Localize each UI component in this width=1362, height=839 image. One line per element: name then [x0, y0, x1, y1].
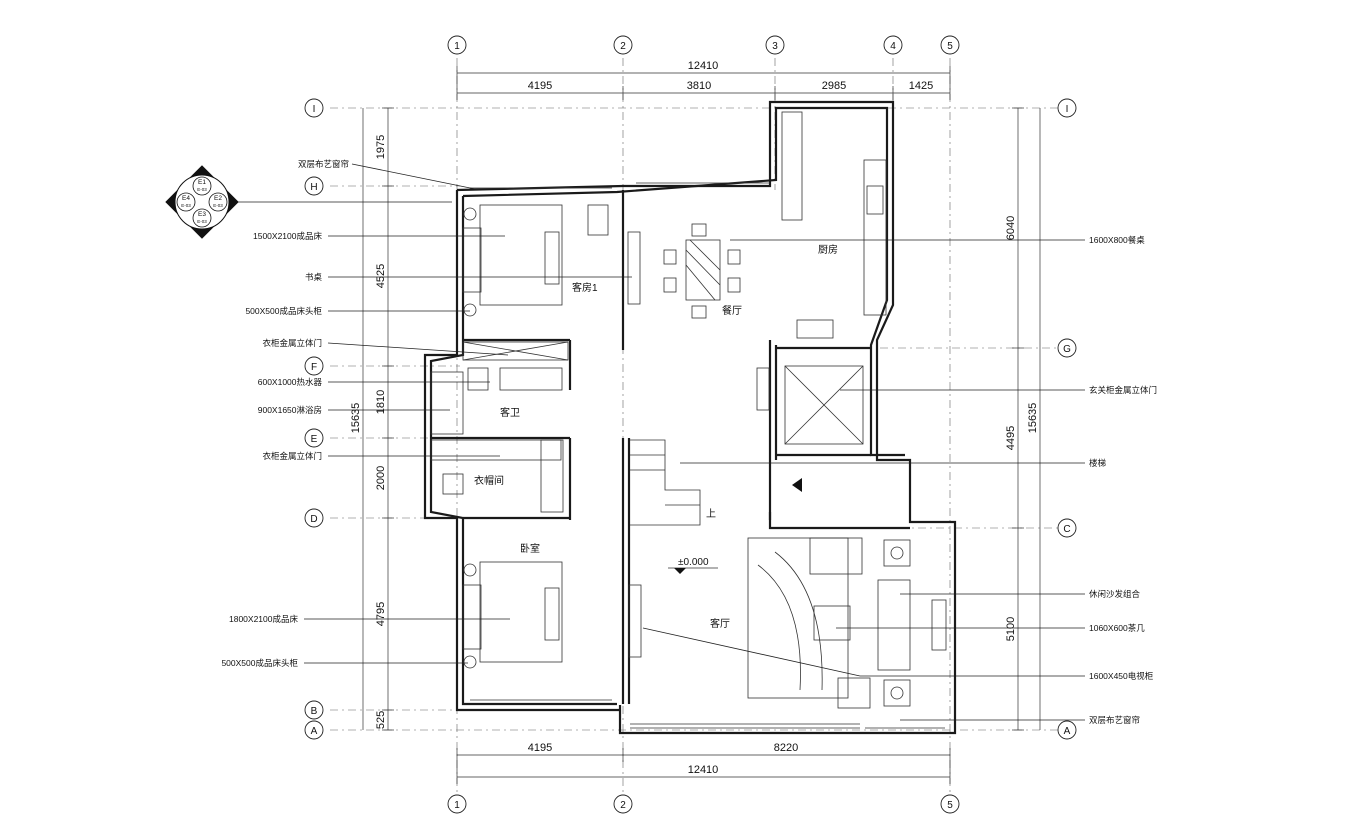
furniture	[430, 111, 947, 709]
room-kitchen: 厨房	[818, 243, 838, 256]
elevation-e3-sheet: E-03	[197, 219, 207, 224]
room-dining: 餐厅	[722, 304, 742, 317]
exterior-walls	[423, 100, 957, 735]
elevation-e4: E4	[182, 195, 190, 202]
left-dimension-1: 1975	[375, 135, 387, 159]
room-living: 客厅	[710, 617, 730, 630]
bottom-dimension-chain: 4195 8220 12410	[456, 742, 951, 784]
axis-label-left-B: B	[311, 706, 318, 717]
elevation-e3: E3	[198, 211, 206, 218]
note-right-7: 双层布艺窗帘	[1089, 715, 1140, 725]
axis-bubbles-bottom: 1 2 5	[447, 794, 960, 814]
master-bed	[479, 561, 563, 663]
note-right-3: 楼梯	[1089, 458, 1107, 468]
curved-sofa	[757, 564, 801, 691]
right-annotations: 1600X800餐桌 玄关柜金属立体门 楼梯 休闲沙发组合 1060X600茶几…	[642, 235, 1157, 725]
right-dimension-1: 6040	[1005, 216, 1017, 240]
axis-label-right-C: C	[1063, 524, 1070, 535]
axis-label-top-2: 2	[620, 41, 626, 52]
top-dimension-3: 2985	[822, 80, 846, 92]
axis-bubbles-right: I G C A	[1057, 98, 1077, 740]
dining-table	[685, 239, 721, 301]
note-left-2: 1500X2100成品床	[253, 231, 322, 241]
left-total-dimension: 15635	[350, 403, 362, 434]
elevation-e2: E2	[214, 195, 222, 202]
note-right-6: 1600X450电视柜	[1089, 671, 1154, 681]
note-left-4: 500X500成品床头柜	[245, 306, 322, 316]
room-labels: 客房1 餐厅 厨房 客卫 衣帽间 卧室 客厅 上 ±0.000	[474, 243, 838, 630]
top-dimension-chain: 12410 4195 3810 2985 1425	[456, 60, 951, 100]
axis-label-left-E: E	[311, 434, 318, 445]
axis-label-top-1: 1	[454, 41, 460, 52]
elevation-e1-sheet: E-03	[197, 187, 207, 192]
right-total-dimension: 15635	[1027, 403, 1039, 434]
note-right-1: 1600X800餐桌	[1089, 235, 1145, 245]
guest-bed	[479, 204, 563, 306]
left-dimension-chain: 15635 1975 4525 1810 2000 4795 525	[350, 107, 394, 731]
note-left-9: 1800X2100成品床	[229, 614, 298, 624]
note-right-4: 休闲沙发组合	[1089, 589, 1141, 599]
axis-label-left-F: F	[311, 362, 317, 373]
bottom-dimension-1: 4195	[528, 742, 552, 754]
axis-label-right-I: I	[1066, 104, 1069, 115]
note-left-6: 600X1000热水器	[258, 377, 323, 387]
bottom-dimension-2: 8220	[774, 742, 798, 754]
top-total-dimension: 12410	[688, 60, 719, 72]
note-right-5: 1060X600茶几	[1089, 623, 1145, 633]
note-left-3: 书桌	[305, 272, 323, 282]
left-dimension-6: 525	[375, 711, 387, 729]
note-left-1: 双层布艺窗帘	[298, 159, 349, 169]
bottom-total-dimension: 12410	[688, 764, 719, 776]
stair-up-label: 上	[706, 508, 716, 520]
axis-label-right-A: A	[1064, 726, 1071, 737]
axis-label-top-3: 3	[772, 41, 778, 52]
axis-bubbles-top: 1 2 3 4 5	[447, 35, 960, 55]
room-cloakroom: 衣帽间	[474, 474, 504, 487]
axis-label-left-H: H	[310, 182, 317, 193]
floor-level: ±0.000	[678, 557, 709, 568]
left-dimension-5: 4795	[375, 602, 387, 626]
elevation-e4-sheet: E-03	[181, 203, 191, 208]
left-dimension-3: 1810	[375, 390, 387, 414]
note-right-2: 玄关柜金属立体门	[1089, 385, 1157, 395]
left-dimension-4: 2000	[375, 466, 387, 490]
elevation-e1: E1	[198, 179, 206, 186]
axis-bubbles-left: I H F E D B A	[304, 98, 324, 740]
axis-label-left-I: I	[313, 104, 316, 115]
elevation-e2-sheet: E-03	[213, 203, 223, 208]
note-left-5: 衣柜金属立体门	[262, 338, 322, 348]
note-left-10: 500X500成品床头柜	[221, 658, 298, 668]
note-left-7: 900X1650淋浴房	[258, 405, 322, 415]
top-dimension-4: 1425	[909, 80, 933, 92]
axis-label-bottom-1: 1	[454, 800, 460, 811]
axis-label-left-D: D	[310, 514, 317, 525]
elevation-index-marker: E1 E-03 E2 E-03 E3 E-03 E4 E-03	[165, 165, 452, 239]
axis-label-top-5: 5	[947, 41, 953, 52]
axis-label-bottom-5: 5	[947, 800, 953, 811]
room-guest-bath: 客卫	[500, 406, 520, 419]
room-guest: 客房1	[572, 281, 598, 294]
axis-label-bottom-2: 2	[620, 800, 626, 811]
left-dimension-2: 4525	[375, 264, 387, 288]
note-left-8: 衣柜金属立体门	[262, 451, 322, 461]
axis-label-left-A: A	[311, 726, 318, 737]
axis-label-top-4: 4	[890, 41, 896, 52]
left-annotations: 双层布艺窗帘 1500X2100成品床 书桌 500X500成品床头柜 衣柜金属…	[221, 159, 632, 668]
right-dimension-chain: 6040 4495 5100 15635	[1005, 107, 1041, 731]
axis-label-right-G: G	[1063, 344, 1071, 355]
top-dimension-2: 3810	[687, 80, 711, 92]
grid-axis-lines	[330, 58, 1060, 795]
right-dimension-3: 5100	[1005, 617, 1017, 641]
room-bedroom: 卧室	[520, 542, 540, 555]
right-dimension-2: 4495	[1005, 426, 1017, 450]
top-dimension-1: 4195	[528, 80, 552, 92]
